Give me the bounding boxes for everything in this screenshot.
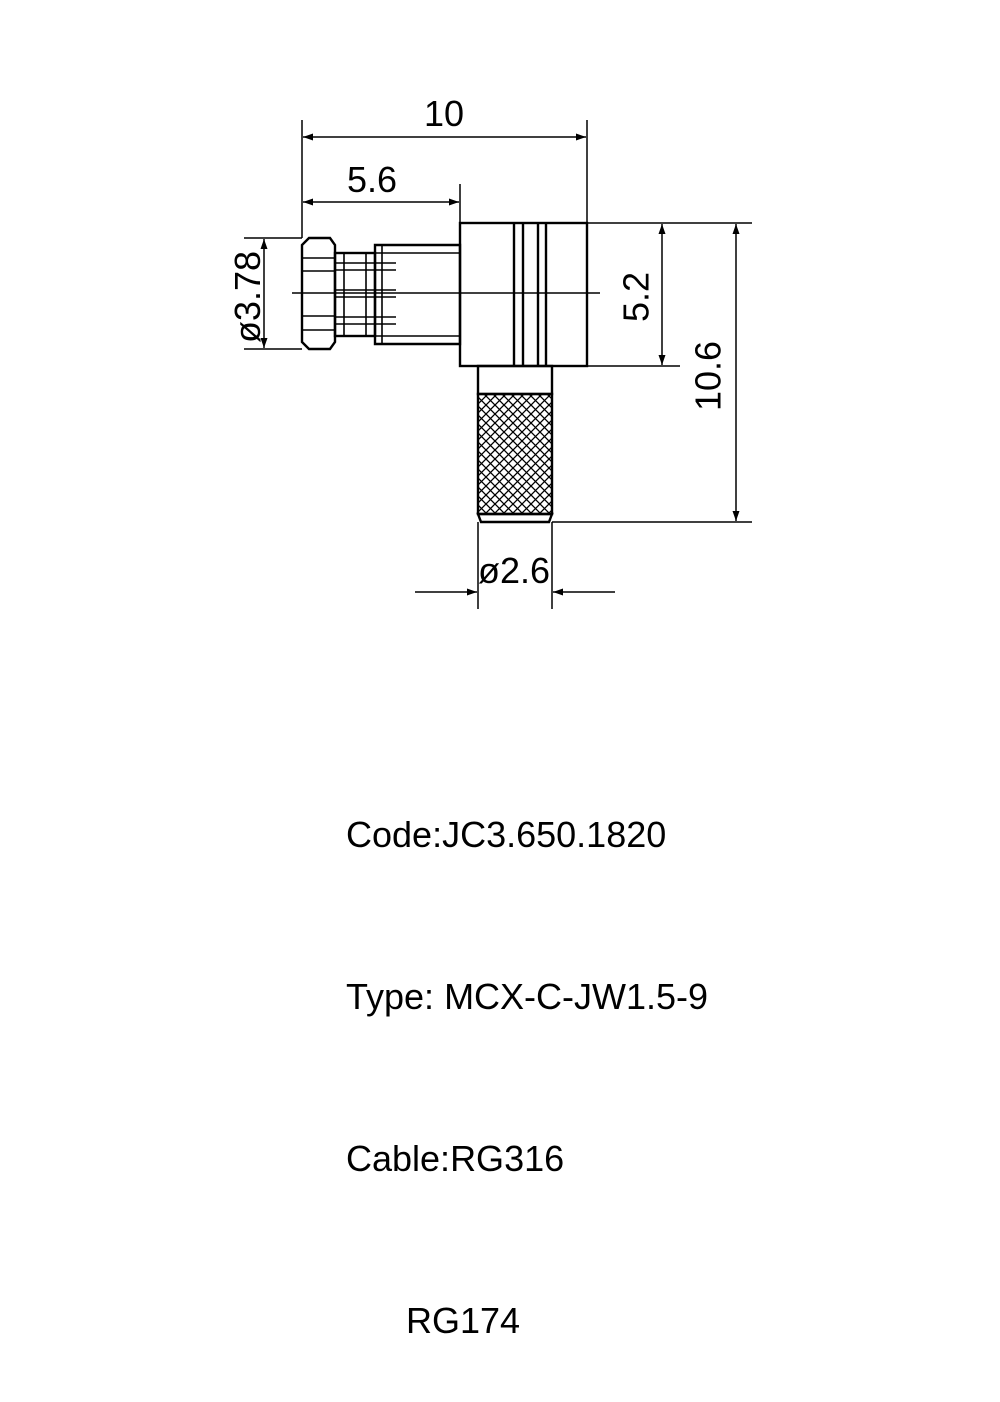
front-diameter-label: ø3.78 [227, 251, 268, 343]
spec-cable-alt: RG174 [346, 1294, 708, 1348]
spec-type-label: Type: [346, 976, 445, 1017]
spec-cable-value: RG316 [450, 1138, 565, 1179]
dimension-overall-height: 10.6 [552, 224, 752, 523]
spec-type: Type: MCX-C-JW1.5-9 [346, 970, 708, 1024]
front-length-label: 5.6 [347, 159, 397, 200]
body-height-label: 5.2 [616, 272, 657, 322]
spec-cable-alt-value: RG174 [406, 1300, 521, 1341]
spec-cable-alt-label [346, 1300, 406, 1341]
spec-cable-label: Cable: [346, 1138, 451, 1179]
overall-length-label: 10 [424, 93, 464, 134]
cable-diameter-label: ø2.6 [478, 550, 550, 591]
spec-code: Code:JC3.650.1820 [346, 808, 708, 862]
spec-type-value: MCX-C-JW1.5-9 [444, 976, 709, 1017]
spec-cable: Cable:RG316 [346, 1132, 708, 1186]
spec-code-label: Code: [346, 814, 443, 855]
dimension-overall-length: 10 [301, 93, 588, 238]
dimension-cable-diameter: ø2.6 [415, 522, 615, 609]
spec-list: Code:JC3.650.1820 Type: MCX-C-JW1.5-9 Ca… [346, 700, 708, 1402]
dimension-body-height: 5.2 [587, 222, 752, 367]
dimension-front-diameter: ø3.78 [227, 237, 302, 350]
spec-code-value: JC3.650.1820 [442, 814, 667, 855]
connector-drawing: 10 5.6 ø3.78 5.2 10.6 ø2.6 [227, 93, 752, 609]
connector-outline [292, 221, 600, 524]
dimension-front-length: 5.6 [303, 159, 461, 223]
overall-height-label: 10.6 [688, 341, 729, 411]
